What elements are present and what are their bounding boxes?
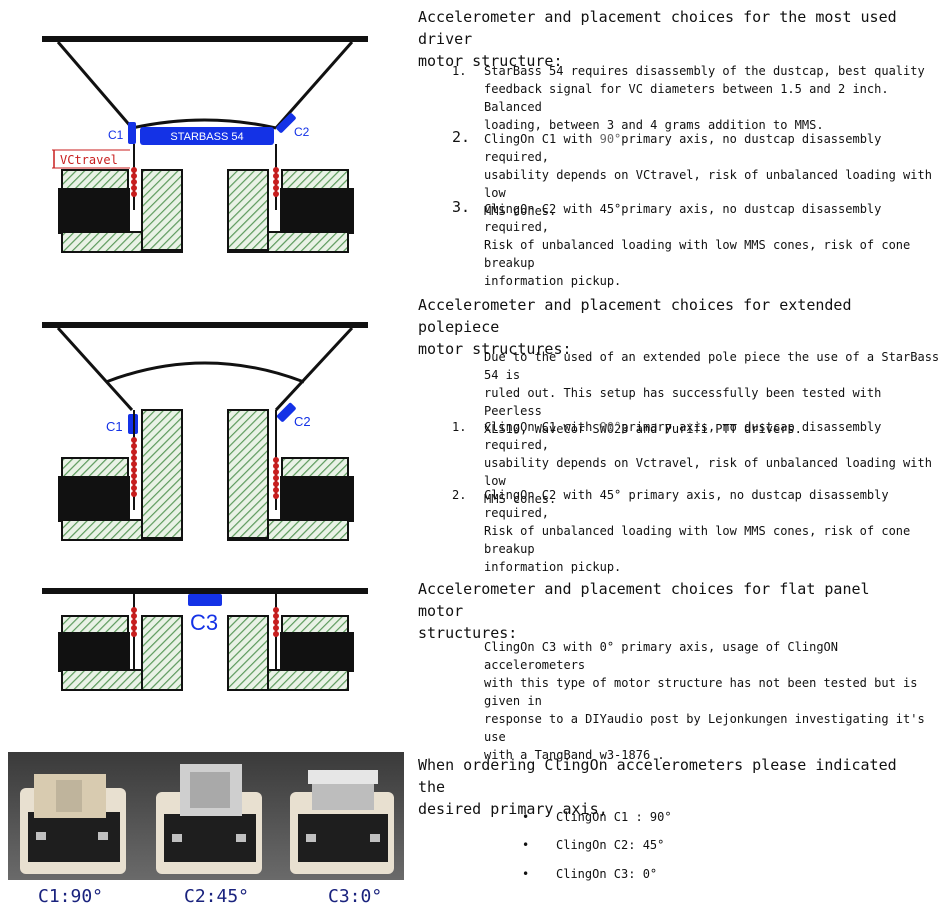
caption-c3: C3:0° [328,886,383,907]
item-number: 1. [452,64,467,78]
bullet: • [522,838,530,852]
bullet-item-c1: ClingOn C1 : 90° [556,810,672,824]
section3-text: ClingOn C3 with 0° primary axis, usage o… [484,640,925,762]
section1-heading: Accelerometer and placement choices for … [418,8,897,70]
section1-item-3: ClingOn C2 with 45°primary axis, no dust… [484,202,911,288]
driver-diagram-standard: STARBASS 54 C1 C2 VCtravel [42,36,368,253]
c1-label: C1 [108,128,124,142]
c2-label: C2 [294,125,310,139]
item-number: 2. [452,488,467,502]
bullet: • [522,867,530,881]
caption-c1: C1:90° [38,886,104,907]
section1-item-1: StarBass 54 requires disassembly of the … [484,64,925,132]
accelerometer-photo [8,752,404,880]
section2-intro: Due to the used of an extended pole piec… [484,350,940,436]
section2-item-2: ClingOn C2 with 45° primary axis, no dus… [484,488,911,574]
bullet-item-c2: ClingOn C2: 45° [556,838,665,852]
sensor-board-c2 [156,764,262,874]
section2-item-1: ClingOn C1 with 90°primary axis, no dust… [484,420,932,506]
section3-heading: Accelerometer and placement choices for … [418,580,870,642]
item-number: 3. [452,198,471,216]
sensor-board-c1 [20,774,126,874]
bullet-item-c3: ClingOn C3: 0° [556,867,658,881]
item-number: 1. [452,420,467,434]
section2-heading: Accelerometer and placement choices for … [418,296,852,358]
vctravel-label: VCtravel [60,153,118,167]
sensor-board-c3 [290,770,394,874]
c2-label: C2 [294,414,311,429]
driver-diagram-flat-panel: C3 [42,588,368,691]
section4-heading: When ordering ClingOn accelerometers ple… [418,756,897,818]
c1-label: C1 [106,419,123,434]
caption-c2: C2:45° [184,886,250,907]
driver-diagram-extended-polepiece: C1 C2 [42,322,368,541]
starbass-label: STARBASS 54 [170,131,243,143]
section1-item-2: ClingOn C1 with 90°primary axis, no dust… [484,132,932,218]
c3-label: C3 [190,610,218,635]
item-number: 2. [452,128,471,146]
bullet: • [522,810,530,824]
